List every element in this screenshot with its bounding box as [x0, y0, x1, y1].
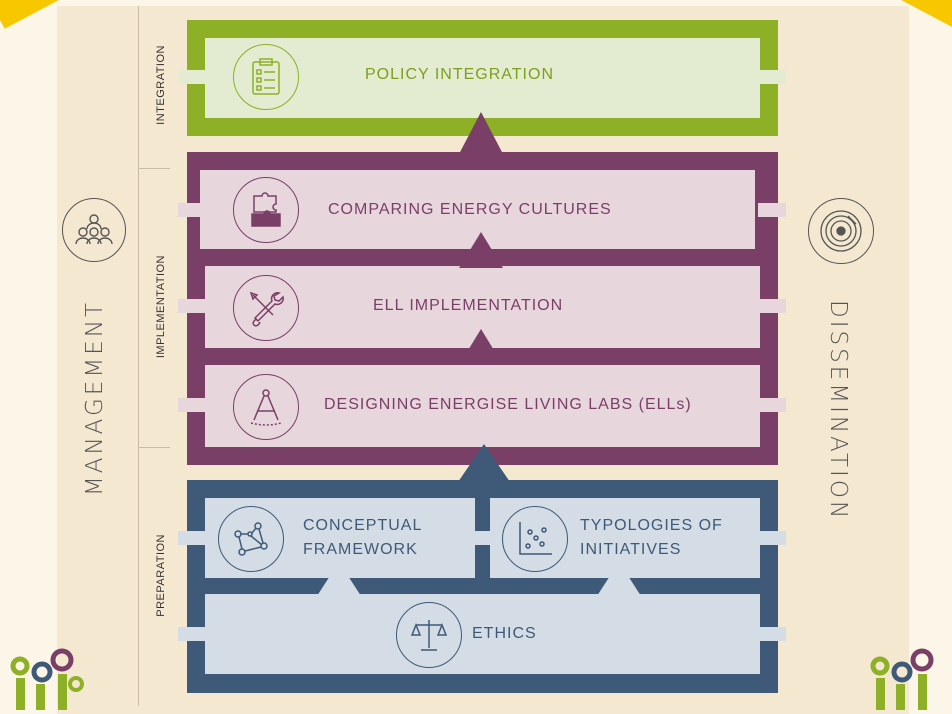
connector-stub: [473, 531, 492, 545]
scales-icon: [396, 602, 462, 668]
ell-label: ELL IMPLEMENTATION: [373, 297, 564, 314]
phase-tick: [138, 168, 170, 169]
clipboard-icon: [233, 44, 299, 110]
arrow-up: [597, 562, 641, 596]
phase-preparation: PREPARATION: [150, 500, 172, 650]
dissemination-label: DISSEMINATION: [825, 300, 851, 522]
connector-stub: [178, 299, 206, 313]
phase-implementation-label: IMPLEMENTATION: [155, 255, 167, 359]
connector-stub: [178, 531, 206, 545]
arrow-up: [459, 112, 503, 154]
tools-icon: [233, 275, 299, 341]
phase-implementation: IMPLEMENTATION: [150, 172, 172, 442]
people-icon: [62, 198, 126, 262]
connector-stub: [758, 299, 786, 313]
ethics-label: ETHICS: [472, 625, 537, 642]
logo-right: [870, 648, 934, 710]
conceptual-label: CONCEPTUAL FRAMEWORK: [303, 517, 422, 558]
arrow-up: [458, 444, 510, 482]
connector-stub: [178, 398, 206, 412]
arrow-up: [317, 562, 361, 596]
connector-stub: [758, 70, 786, 84]
phase-tick: [138, 447, 170, 448]
connector-stub: [758, 627, 786, 641]
connector-stub: [758, 203, 786, 217]
puzzle-icon: [233, 177, 299, 243]
connector-stub: [178, 203, 206, 217]
arrow-up: [459, 329, 503, 365]
phase-integration: INTEGRATION: [150, 20, 172, 150]
phase-integration-label: INTEGRATION: [155, 45, 167, 125]
scatter-icon: [502, 506, 568, 572]
typologies-label: TYPOLOGIES OF INITIATIVES: [580, 517, 723, 558]
logo-left: [10, 648, 84, 710]
management-label: MANAGEMENT: [82, 300, 108, 497]
phase-divider-line: [138, 6, 139, 706]
connector-stub: [178, 70, 206, 84]
network-icon: [218, 506, 284, 572]
disc-icon: [808, 198, 874, 264]
phase-preparation-label: PREPARATION: [155, 533, 167, 617]
ethics-box: [205, 594, 760, 674]
policy-integration-label: POLICY INTEGRATION: [365, 66, 554, 83]
designing-label: DESIGNING ENERGISE LIVING LABS (ELLs): [324, 396, 692, 413]
connector-stub: [758, 531, 786, 545]
connector-stub: [178, 627, 206, 641]
compass-icon: [233, 374, 299, 440]
arrow-up: [459, 232, 503, 268]
connector-stub: [758, 398, 786, 412]
comparing-label: COMPARING ENERGY CULTURES: [328, 201, 612, 218]
